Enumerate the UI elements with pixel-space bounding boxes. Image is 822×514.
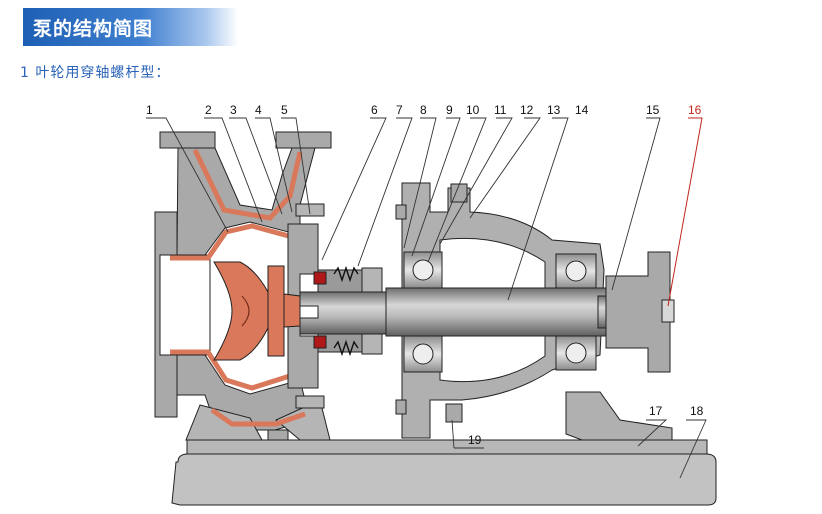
rear-bearing	[555, 253, 597, 371]
part-label: 2	[205, 103, 212, 117]
part-label: 17	[649, 404, 663, 418]
pump-casing	[154, 131, 332, 441]
part-label-highlighted: 16	[688, 103, 702, 117]
part-label: 11	[494, 103, 507, 117]
leader-lines	[146, 117, 707, 479]
part-label: 14	[575, 103, 589, 117]
part-label: 6	[371, 103, 378, 117]
part-label: 1	[146, 103, 153, 117]
part-label: 18	[690, 404, 704, 418]
part-label: 4	[255, 103, 262, 117]
leader-line-16	[667, 117, 703, 307]
part-label: 5	[281, 103, 288, 117]
coupling	[605, 251, 675, 373]
part-label: 8	[420, 103, 427, 117]
section-subtitle: 1 叶轮用穿轴螺杆型：	[20, 65, 171, 81]
front-bearing	[403, 251, 443, 373]
page-title: 泵的结构简图	[33, 18, 154, 40]
impeller	[213, 261, 301, 361]
part-labels: 1 2 3 4 5 6 7 8 9 10 11 12 13 14 15 16 1…	[146, 103, 704, 447]
rear-cover	[287, 203, 325, 409]
title-banner: 泵的结构简图	[23, 8, 238, 46]
base-plate	[171, 439, 717, 506]
part-label: 10	[466, 103, 480, 117]
part-label: 15	[646, 103, 660, 117]
part-label: 19	[468, 433, 482, 447]
part-label: 12	[520, 103, 534, 117]
part-label: 9	[446, 103, 453, 117]
casing-lining	[170, 148, 306, 427]
part-label: 3	[230, 103, 237, 117]
part-label: 7	[396, 103, 403, 117]
part-label: 13	[547, 103, 561, 117]
